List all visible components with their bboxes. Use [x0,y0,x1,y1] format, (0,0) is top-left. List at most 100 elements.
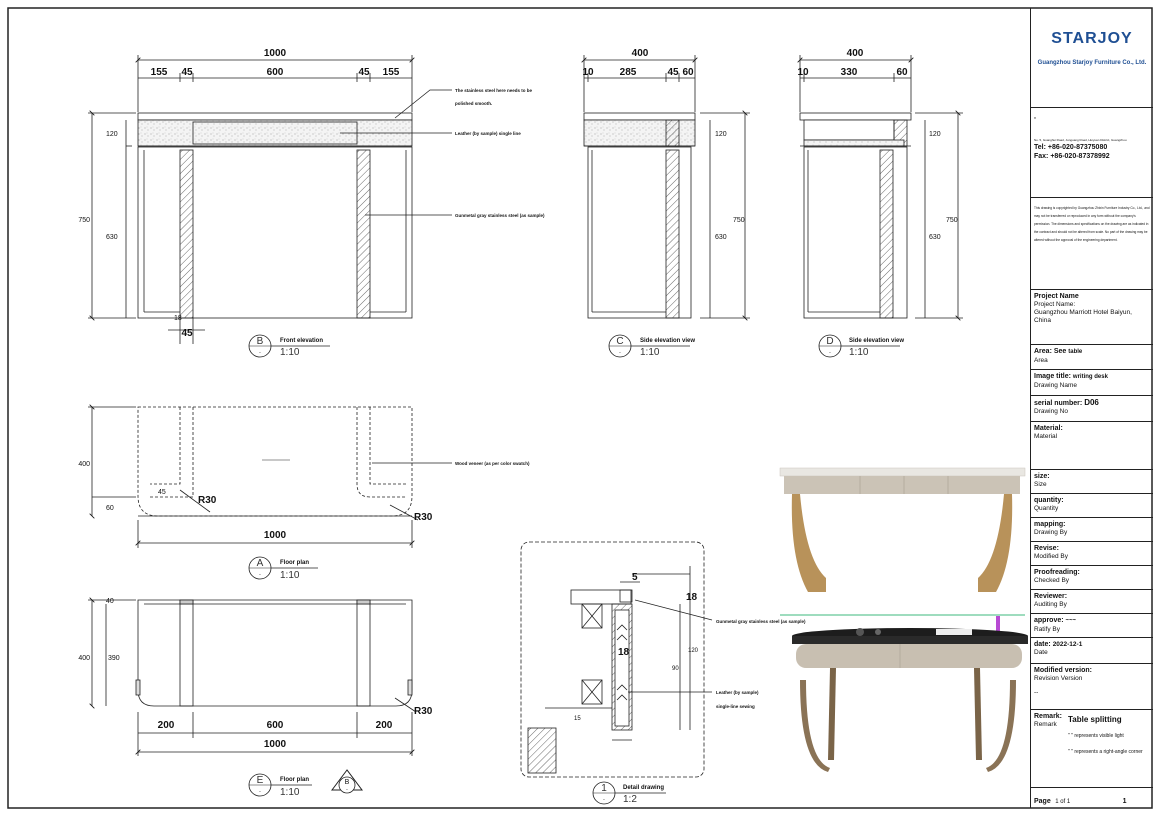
side-d-seg-2: 330 [841,67,858,78]
front-marker-sub: - [259,350,261,356]
front-seg-3: 600 [267,67,284,78]
floor-a-width: 1000 [264,530,287,541]
detail-note-steel: Gunmetal gray stainless steel (as sample… [716,619,806,624]
proof-en: Checked By [1034,577,1070,584]
material-en: Material [1034,433,1058,440]
floor-a-marker: A [257,558,264,569]
floor-a-r2: R30 [414,512,433,523]
tb-image-title-cell: Image title: writing desk Drawing Name [1031,370,1153,396]
tb-quantity-cell: quantity: Quantity [1031,494,1153,518]
quantity-en: Quantity [1034,505,1059,512]
floor-e-d400: 400 [78,655,90,662]
tb-logo-cell: STARJOY Guangzhou Starjoy Furniture Co.,… [1031,8,1153,108]
tb-approve-cell: approve: ~~~ Ratify By [1031,614,1153,638]
copyright-text: This drawing is copyrighted by Guangzhou… [1034,206,1150,242]
tb-remark-cell: Remark: Remark Table splitting " " repre… [1031,710,1153,788]
floor-a-d45: 45 [158,489,166,496]
floor-a-d60: 60 [106,505,114,512]
front-note-polish-2: polished smooth. [455,101,492,106]
side-d-h-top: 120 [929,131,941,138]
remark-line-2: " " represents a right-angle corner [1068,749,1143,755]
front-bottom-small: 18 [174,315,182,322]
floor-a-r1: R30 [198,495,217,506]
remark-title: Table splitting [1068,715,1122,724]
title-block: STARJOY Guangzhou Starjoy Furniture Co.,… [1030,8,1153,808]
tb-proof-cell: Proofreading: Checked By [1031,566,1153,590]
floor-a-view-name: Floor plan [280,560,309,566]
front-marker: B [257,336,264,347]
company-fax: Fax: +86-020-87378992 [1034,153,1110,160]
tb-material-cell: Material: Material [1031,422,1153,470]
front-h-top: 120 [106,131,118,138]
floor-e-d390: 390 [108,655,120,662]
render-perspective-view [792,628,1028,772]
reviewer-label: Reviewer: [1034,593,1068,600]
front-view-title: B - Front elevation 1:10 [248,334,330,358]
floor-e-view-title: E - Floor plan 1:10 B - [248,769,363,798]
detail-d18b: 18 [618,647,630,658]
modified-value: -- [1034,689,1039,696]
side-c-h-leg: 630 [715,234,727,241]
floor-a-view-scale: 1:10 [280,570,300,581]
floor-e-width: 1000 [264,739,287,750]
size-en: Size [1034,481,1047,488]
front-elevation-labels: 1000 155 45 600 45 155 120 750 630 18 45… [78,48,545,339]
side-c-seg-1: 10 [582,67,594,78]
front-seg-4: 45 [358,67,370,78]
front-seg-5: 155 [383,67,400,78]
size-label: size: [1034,473,1050,480]
side-c-view-title: C - Side elevation view 1:10 [608,334,695,358]
quantity-label: quantity: [1034,497,1064,504]
detail-d90: 90 [672,666,679,672]
tb-mapping-cell: mapping: Drawing By [1031,518,1153,542]
section-marker-sub: - [346,787,348,793]
tb-project-cell: Project Name Project Name: Guangzhou Mar… [1031,290,1153,345]
reviewer-en: Auditing By [1034,601,1067,608]
company-logo: STARJOY [1051,30,1133,47]
floor-a-note-wood: Wood veneer (as per color swatch) [455,461,530,466]
front-h-leg: 630 [106,234,118,241]
floor-e-seg-1: 200 [158,720,175,731]
section-marker: B [345,779,350,786]
side-c-seg-2: 285 [620,67,637,78]
sheet-frame [7,7,1153,809]
material-label: Material: [1034,425,1063,432]
side-c-h-total: 750 [733,217,745,224]
detail-view-scale: 1:2 [623,794,637,805]
project-label-cn: Project Name [1034,293,1079,300]
floor-e-d40: 40 [106,598,114,605]
front-overall-width: 1000 [264,48,287,59]
floor-e-seg-3: 200 [376,720,393,731]
side-d-marker: D [826,336,833,347]
detail-labels: 5 18 18 90 120 15 Gunmetal gray stainles… [574,572,806,722]
floor-a-view-title: A - Floor plan 1:10 [248,556,318,581]
side-c-view-name: Side elevation view [640,338,695,344]
front-h-total: 750 [78,217,90,224]
project-value: Guangzhou Marriott Hotel Baiyun, China [1034,309,1132,324]
image-title-label: Image title: writing desk [1034,373,1108,380]
side-d-view-title: D - Side elevation view 1:10 [818,334,904,358]
front-seg-2: 45 [181,67,193,78]
side-d-labels: 400 10 330 60 120 750 630 [797,48,957,241]
front-note-polish-1: The stainless steel here needs to be [455,88,533,93]
tb-reviewer-cell: Reviewer: Auditing By [1031,590,1153,614]
detail-note-leather-1: Leather (by sample) [716,690,759,695]
side-c-view-scale: 1:10 [640,347,660,358]
side-d-seg-3: 60 [896,67,908,78]
side-c-seg-3: 45 [667,67,679,78]
tb-area-cell: Area: See table Area [1031,345,1153,370]
detail-view-title: 1 - Detail drawing 1:2 [592,781,666,805]
floor-e-view-name: Floor plan [280,777,309,783]
detail-d15: 15 [574,716,581,722]
side-d-view-name: Side elevation view [849,338,904,344]
area-label-en: Area [1034,357,1048,364]
tb-contact-cell: * No. 5, Guanghui Road, Junguang Road, H… [1031,108,1153,198]
detail-marker-sub: - [603,797,605,803]
front-note-steel: Gunmetal gray stainless steel (as sample… [455,213,545,218]
remark-label: Remark: [1034,713,1063,720]
front-elevation [88,55,452,344]
floor-e-marker-sub: - [259,789,261,795]
detail-view-name: Detail drawing [623,785,664,791]
front-note-leather: Leather (by sample) single line [455,131,521,136]
